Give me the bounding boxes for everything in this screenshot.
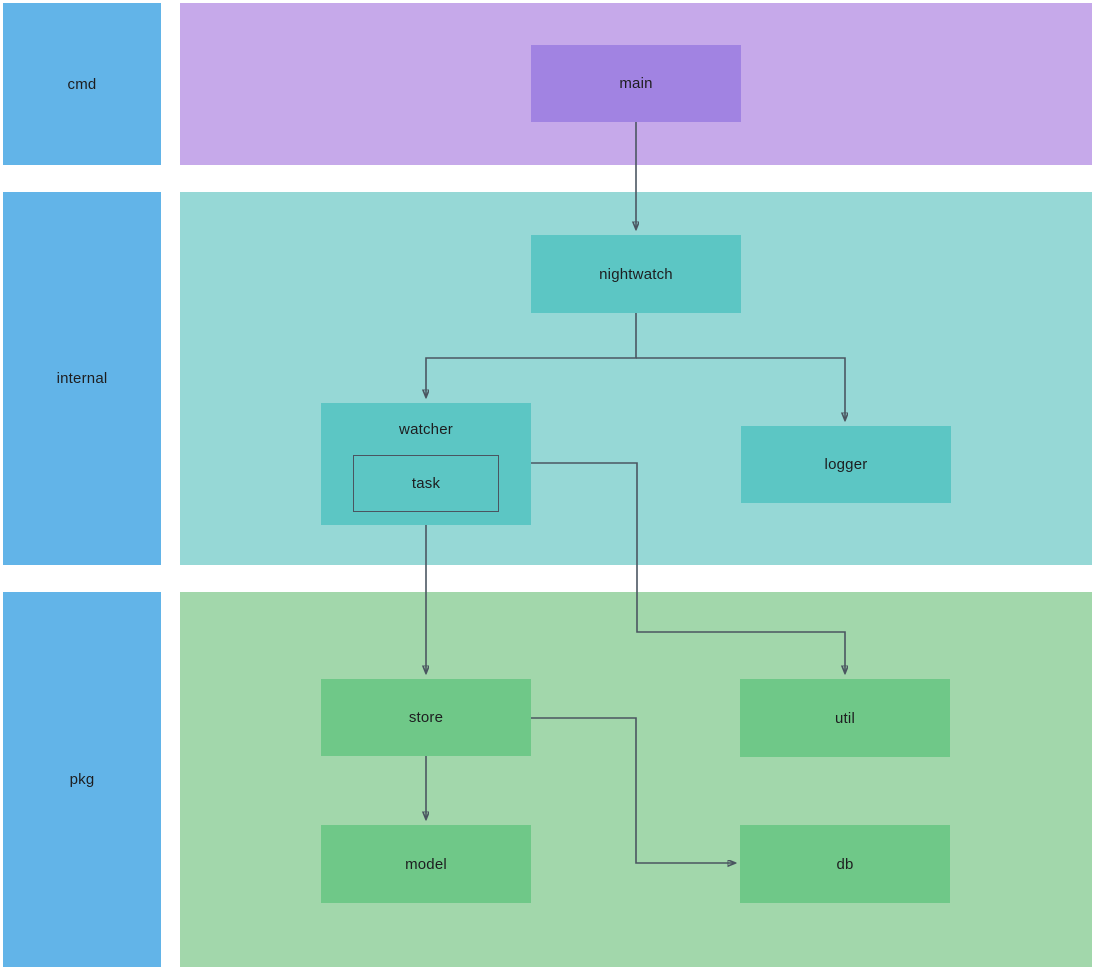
- node-logger[interactable]: logger: [741, 426, 951, 503]
- node-db-label: db: [836, 855, 854, 873]
- node-model-label: model: [405, 855, 447, 873]
- node-model[interactable]: model: [321, 825, 531, 903]
- node-main-label: main: [619, 75, 653, 92]
- node-task[interactable]: task: [353, 455, 499, 512]
- lane-label-pkg[interactable]: pkg: [3, 592, 161, 967]
- node-watcher-label: watcher: [399, 421, 453, 438]
- node-watcher[interactable]: watcher task: [321, 403, 531, 525]
- lane-label-internal[interactable]: internal: [3, 192, 161, 565]
- lane-panel-pkg: [180, 592, 1092, 967]
- node-util[interactable]: util: [740, 679, 950, 757]
- node-main[interactable]: main: [531, 45, 741, 122]
- node-logger-label: logger: [824, 456, 868, 473]
- node-store[interactable]: store: [321, 679, 531, 756]
- node-db[interactable]: db: [740, 825, 950, 903]
- lane-label-internal-text: internal: [56, 370, 108, 387]
- node-util-label: util: [835, 709, 855, 727]
- node-store-label: store: [408, 709, 444, 726]
- lane-label-cmd[interactable]: cmd: [3, 3, 161, 165]
- lane-label-cmd-text: cmd: [67, 75, 97, 93]
- node-task-label: task: [411, 475, 441, 492]
- node-nightwatch-label: nightwatch: [599, 265, 673, 283]
- lane-label-pkg-text: pkg: [69, 771, 95, 788]
- node-nightwatch[interactable]: nightwatch: [531, 235, 741, 313]
